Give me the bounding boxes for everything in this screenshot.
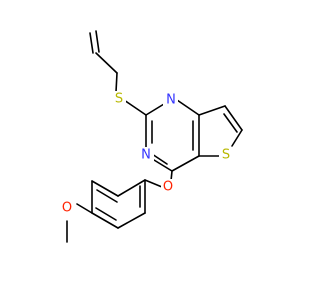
atom-label-s-thioether: S	[115, 92, 123, 107]
bond-o-ph	[144, 179, 163, 188]
bond-vinyl-double-b	[95, 30, 100, 53]
atom-label-s-thiophene: S	[222, 148, 230, 163]
bond-ph-inner-2	[96, 189, 118, 203]
atom-s-thiophene: S	[219, 147, 233, 163]
atom-o-methoxy: O	[60, 200, 75, 216]
bond-ph-5	[117, 212, 146, 229]
atom-n-left: N	[139, 147, 154, 163]
bond-ch2-s	[115, 72, 118, 93]
bond-ph-4	[91, 212, 119, 229]
atom-label-n-left: N	[141, 148, 151, 163]
atom-label-n-top: N	[166, 93, 176, 108]
bond-c7-c6-b	[223, 113, 238, 133]
bond-ph-omethoxy	[76, 203, 93, 214]
atom-s-thioether: S	[112, 91, 126, 107]
atom-label-o-ether: O	[163, 180, 173, 195]
bond-c6-s	[231, 129, 243, 147]
bond-c7-c6-a	[224, 105, 243, 131]
bond-ph-1	[117, 179, 146, 197]
bond-c4a-c4	[171, 155, 200, 172]
bond-vinyl-ch	[95, 52, 118, 74]
bond-s-c2	[123, 99, 147, 116]
molecule-canvas: S N N S O O	[60, 30, 243, 243]
bond-c7a-c7	[198, 105, 226, 116]
atom-label-o-methoxy: O	[62, 201, 72, 216]
structure-diagram: S N N S O O	[60, 30, 243, 243]
bond-ph-2	[91, 180, 119, 197]
bond-n-top-c7a	[176, 99, 200, 116]
bond-ph-inner-3	[95, 207, 117, 221]
bond-vinyl-double-a	[89, 32, 94, 54]
bond-c4-n-left-a	[153, 159, 173, 172]
bond-c2-n-top	[145, 103, 165, 116]
atom-n-top: N	[163, 92, 178, 108]
atom-o-ether: O	[161, 179, 176, 195]
bond-c4-n-left-b	[151, 153, 168, 165]
